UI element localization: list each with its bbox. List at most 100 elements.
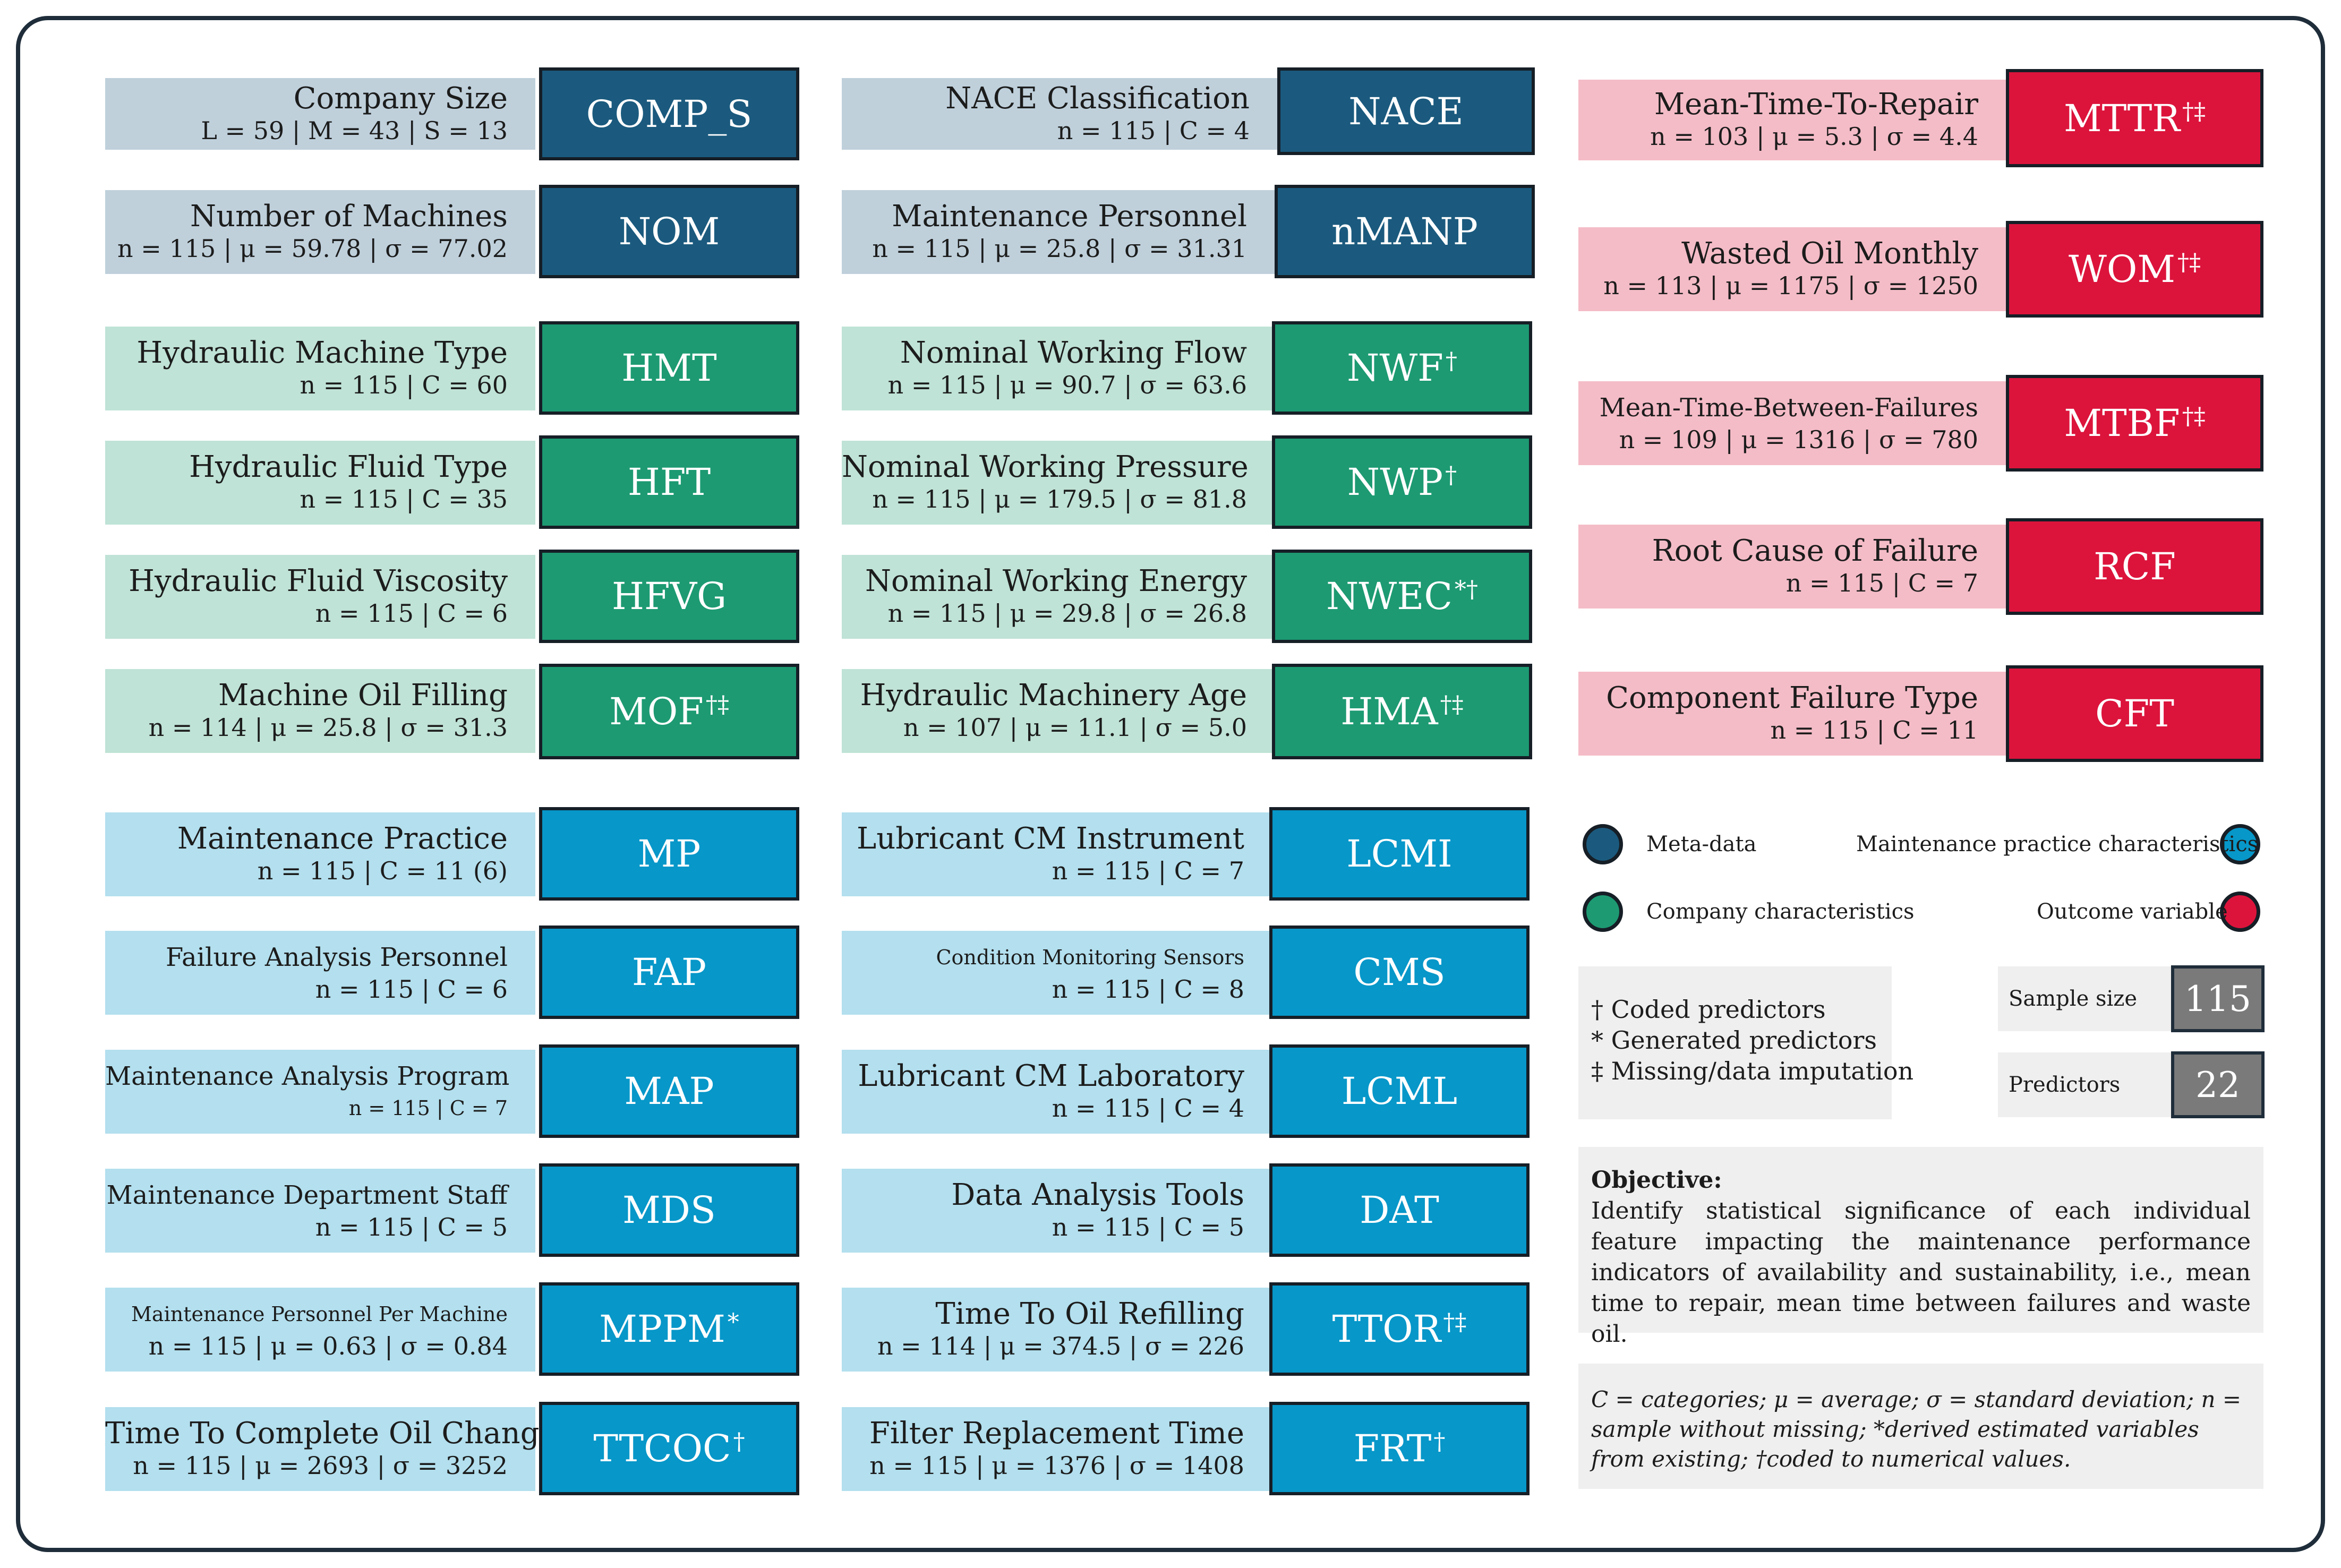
var-mttr-code: MTTR†‡ [2006, 69, 2263, 167]
var-comp-s-code-text: COMP_S [586, 92, 753, 136]
var-ttcoc-code: TTCOC† [539, 1402, 799, 1495]
var-comp-s-code: COMP_S [539, 67, 799, 160]
var-hma-code-text: HMA [1340, 690, 1438, 733]
var-mttr-code-text: MTTR [2063, 96, 2181, 140]
legend-outcome-label: Outcome variable [2037, 899, 2228, 924]
var-hmt-code-text: HMT [621, 346, 717, 390]
sample-size-value: 115 [2171, 965, 2265, 1032]
var-nmanp-code-text: nMANP [1331, 210, 1478, 253]
sample-size-box [1998, 966, 2172, 1031]
var-wom-name: Wasted Oil Monthly [1681, 236, 1978, 271]
var-mof-code-text: MOF [609, 690, 704, 733]
legend-practice-label: Maintenance practice characteristics [1856, 832, 2259, 856]
var-hmt-name: Hydraulic Machine Type [136, 336, 508, 370]
var-frt-code-text: FRT [1353, 1427, 1432, 1470]
legend-practice-dot [2220, 824, 2260, 864]
var-wom-code: WOM†‡ [2006, 221, 2263, 318]
predictors-value: 22 [2171, 1051, 2265, 1118]
var-nwp-code: NWP† [1272, 435, 1532, 529]
var-nom-stats: n = 115 | μ = 59.78 | σ = 77.02 [117, 234, 508, 263]
var-cft-code-text: CFT [2095, 692, 2174, 735]
var-ttor-code-text: TTOR [1332, 1307, 1441, 1351]
var-lcml-code: LCML [1269, 1044, 1530, 1138]
var-mp-code-text: MP [637, 832, 701, 876]
var-cft-stats: n = 115 | C = 11 [1770, 716, 1978, 744]
var-mds-code: MDS [539, 1163, 799, 1257]
var-hft-stats: n = 115 | C = 35 [300, 485, 508, 513]
var-nwf-code-text: NWF [1347, 346, 1443, 390]
var-mtbf-code: MTBF†‡ [2006, 375, 2263, 472]
var-hma-stats: n = 107 | μ = 11.1 | σ = 5.0 [903, 713, 1247, 742]
var-dat-code: DAT [1269, 1163, 1530, 1257]
var-nwec-code-text: NWEC [1326, 575, 1453, 618]
var-nmanp-name: Maintenance Personnel [892, 199, 1247, 234]
var-rcf-name: Root Cause of Failure [1652, 534, 1978, 568]
var-map-code-text: MAP [624, 1069, 714, 1113]
legend-company-dot [1583, 892, 1623, 932]
var-mof-stats: n = 114 | μ = 25.8 | σ = 31.3 [148, 713, 508, 742]
legend-meta-dot [1583, 824, 1623, 864]
var-nwec-stats: n = 115 | μ = 29.8 | σ = 26.8 [887, 599, 1247, 628]
predictors-box [1998, 1052, 2172, 1117]
var-hmt-code: HMT [539, 321, 799, 415]
var-hfvg-stats: n = 115 | C = 6 [315, 599, 508, 628]
var-mppm-stats: n = 115 | μ = 0.63 | σ = 0.84 [148, 1332, 508, 1360]
var-lcmi-name: Lubricant CM Instrument [857, 821, 1244, 856]
var-rcf-stats: n = 115 | C = 7 [1785, 569, 1978, 597]
var-mp-code: MP [539, 807, 799, 901]
var-cms-name: Condition Monitoring Sensors [936, 946, 1244, 969]
var-mppm-name: Maintenance Personnel Per Machine [131, 1303, 508, 1326]
var-mppm: Maintenance Personnel Per Machine n = 115… [105, 1282, 799, 1376]
var-cms-label-box: Condition Monitoring Sensors n = 115 | C … [842, 931, 1272, 1015]
definitions-box: C = categories; μ = average; σ = standar… [1578, 1364, 2263, 1489]
var-rcf-code: RCF [2006, 518, 2263, 615]
legend-company-label: Company characteristics [1646, 899, 1915, 924]
var-nace-code: NACE [1277, 67, 1535, 155]
objective-box: Objective: Identify statistical signific… [1578, 1147, 2263, 1348]
var-map-code: MAP [539, 1044, 799, 1138]
objective-text: Identify statistical significance of eac… [1591, 1197, 2251, 1348]
var-nmanp-code: nMANP [1275, 185, 1535, 278]
var-wom-stats: n = 113 | μ = 1175 | σ = 1250 [1603, 271, 1978, 300]
var-hft-code-text: HFT [627, 460, 711, 504]
var-mppm-label-box: Maintenance Personnel Per Machine n = 115… [105, 1288, 535, 1372]
var-cft-name: Component Failure Type [1606, 681, 1978, 715]
var-mppm-code: MPPM* [539, 1282, 799, 1376]
var-cms-stats: n = 115 | C = 8 [1052, 975, 1244, 1004]
note-missing: ‡ Missing/data imputation [1591, 1057, 1914, 1085]
var-rcf-code-text: RCF [2094, 545, 2176, 588]
var-mof-name: Machine Oil Filling [218, 678, 508, 713]
